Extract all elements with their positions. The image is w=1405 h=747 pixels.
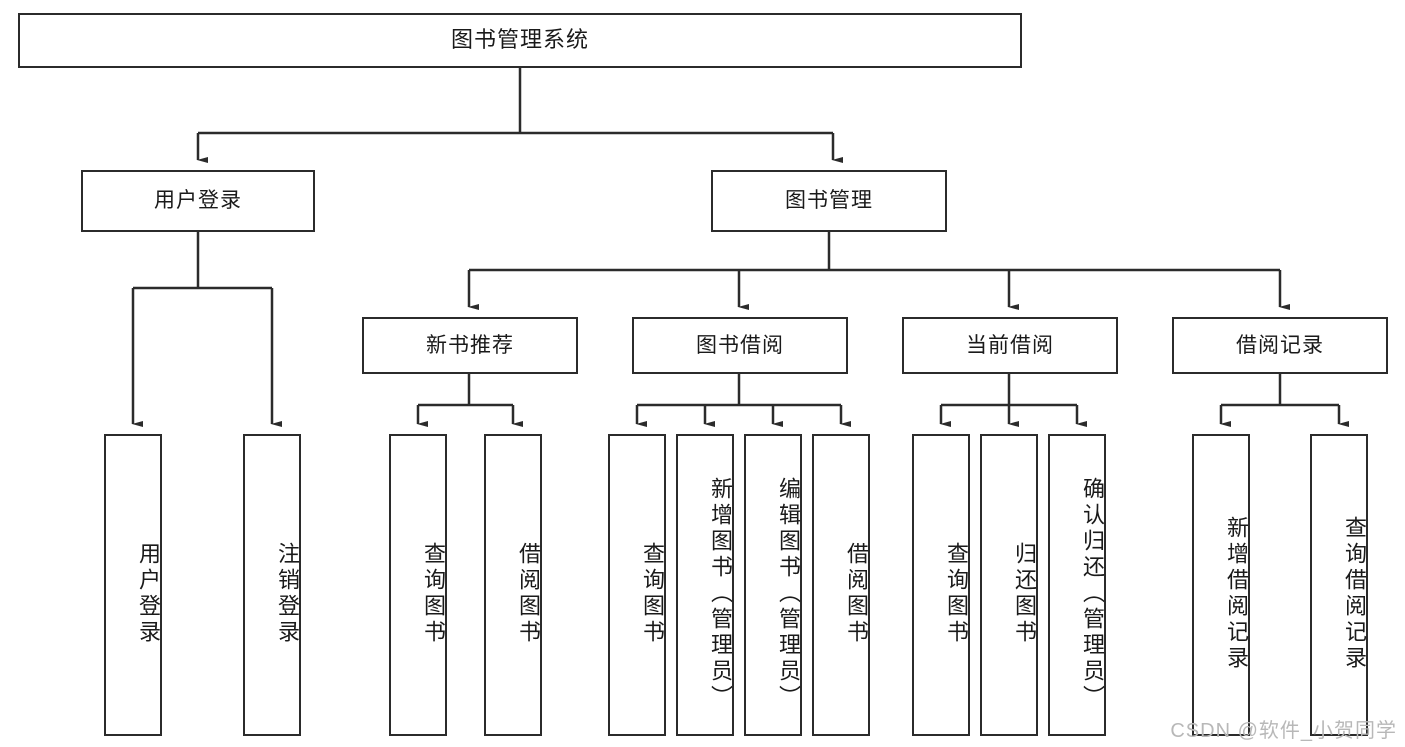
leaf-borrow-edit-book-admin[interactable]: 编辑图书（管理员）	[744, 434, 802, 736]
leaf-borrow-borrow-book[interactable]: 借阅图书	[812, 434, 870, 736]
leaf-current-confirm-return-admin[interactable]: 确认归还（管理员）	[1048, 434, 1106, 736]
node-current-borrow[interactable]: 当前借阅	[902, 317, 1118, 374]
leaf-borrow-query-book[interactable]: 查询图书	[608, 434, 666, 736]
node-borrow-records[interactable]: 借阅记录	[1172, 317, 1388, 374]
node-book-borrow[interactable]: 图书借阅	[632, 317, 848, 374]
leaf-records-query-record[interactable]: 查询借阅记录	[1310, 434, 1368, 736]
leaf-current-return-book[interactable]: 归还图书	[980, 434, 1038, 736]
leaf-user-login-signin[interactable]: 用户登录	[104, 434, 162, 736]
leaf-records-add-record[interactable]: 新增借阅记录	[1192, 434, 1250, 736]
node-user-login[interactable]: 用户登录	[81, 170, 315, 232]
node-root-system[interactable]: 图书管理系统	[18, 13, 1022, 68]
node-book-management[interactable]: 图书管理	[711, 170, 947, 232]
leaf-borrow-add-book-admin[interactable]: 新增图书（管理员）	[676, 434, 734, 736]
leaf-recommend-borrow-book[interactable]: 借阅图书	[484, 434, 542, 736]
leaf-user-login-signout[interactable]: 注销登录	[243, 434, 301, 736]
watermark-text: CSDN @软件_小贺同学	[1170, 720, 1397, 742]
leaf-recommend-query-book[interactable]: 查询图书	[389, 434, 447, 736]
node-new-book-recommend[interactable]: 新书推荐	[362, 317, 578, 374]
leaf-current-query-book[interactable]: 查询图书	[912, 434, 970, 736]
